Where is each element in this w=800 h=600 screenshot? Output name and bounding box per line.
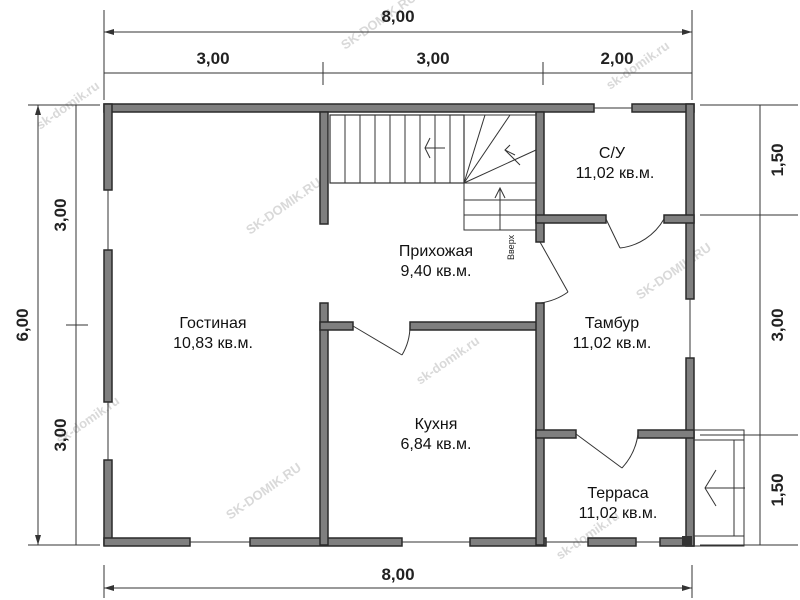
watermarks: SK-DOMIK.RU sk-domik.ru SK-DOMIK.RU sk-d… (33, 0, 714, 562)
dim-top-seg-2: 3,00 (416, 49, 449, 68)
watermark: sk-domik.ru (413, 333, 482, 388)
room-su-name: С/У (599, 145, 626, 162)
terrace-steps (682, 429, 745, 547)
dim-bottom-total: 8,00 (381, 565, 414, 584)
wall-bottom-3 (469, 537, 547, 547)
room-terrace-area: 11,02 кв.м. (579, 505, 658, 522)
dim-top-seg-3: 2,00 (600, 49, 633, 68)
stair-up-label: Вверх (506, 234, 516, 260)
wall-bottom-4 (587, 537, 637, 547)
wall-top-right (631, 103, 695, 113)
wall-left-2 (103, 249, 113, 403)
dim-top-seg-1: 3,00 (196, 49, 229, 68)
dim-left-total: 6,00 (13, 308, 32, 341)
room-vestibule-name: Тамбур (585, 315, 639, 332)
room-vestibule-area: 11,02 кв.м. (573, 335, 652, 352)
room-hall-area: 9,40 кв.м. (401, 263, 472, 280)
room-hall-name: Прихожая (399, 243, 473, 260)
wall-terrace-top-2 (637, 429, 695, 439)
wall-bath-bottom-1 (535, 214, 607, 224)
wall-top-main (103, 103, 595, 113)
wall-kitchen-left (319, 302, 329, 546)
wall-center-2 (535, 302, 545, 546)
room-terrace-name: Терраса (587, 485, 648, 502)
dim-right-seg-2: 3,00 (768, 308, 787, 341)
room-living-area: 10,83 кв.м. (173, 335, 253, 352)
top-dimensions: 8,00 3,00 3,00 2,00 (103, 7, 693, 100)
wall-bath-bottom-2 (663, 214, 695, 224)
wall-left-3 (103, 459, 113, 546)
room-su-area: 11,02 кв.м. (576, 165, 655, 182)
dim-right-seg-1: 1,50 (768, 143, 787, 176)
wall-right-2 (685, 357, 695, 547)
left-dimensions: 6,00 3,00 3,00 (13, 104, 100, 546)
dim-left-seg-2: 3,00 (51, 418, 70, 451)
bottom-dimensions: 8,00 (103, 565, 693, 598)
wall-left-1 (103, 103, 113, 191)
room-labels: С/У 11,02 кв.м. Прихожая 9,40 кв.м. Гост… (173, 145, 657, 522)
right-dimensions: 1,50 3,00 1,50 (700, 104, 798, 546)
watermark: SK-DOMIK.RU (223, 460, 304, 523)
windows (107, 107, 691, 543)
doors (352, 218, 665, 469)
watermark: SK-DOMIK.RU (633, 240, 714, 303)
wall-terrace-top-1 (535, 429, 577, 439)
wall-bottom-1 (103, 537, 191, 547)
dim-right-seg-3: 1,50 (768, 473, 787, 506)
watermark: SK-DOMIK.RU (243, 175, 324, 238)
stairs (329, 114, 537, 231)
wall-kitchen-top-2 (409, 321, 544, 331)
room-kitchen-area: 6,84 кв.м. (401, 436, 472, 453)
dim-top-total: 8,00 (381, 7, 414, 26)
wall-right-1 (685, 103, 695, 300)
room-living-name: Гостиная (179, 315, 246, 332)
dim-left-seg-1: 3,00 (51, 198, 70, 231)
room-kitchen-name: Кухня (415, 416, 458, 433)
wall-kitchen-top-1 (319, 321, 354, 331)
wall-stair-left (319, 111, 329, 225)
